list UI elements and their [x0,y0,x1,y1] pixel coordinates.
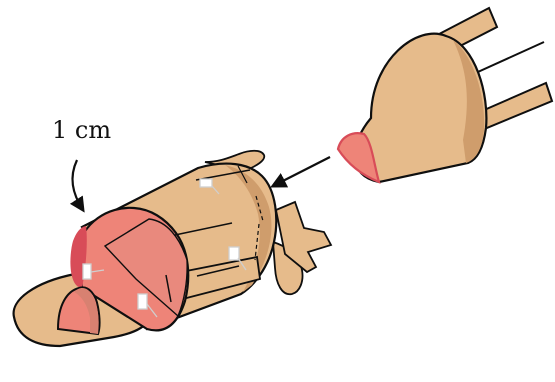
line-detail [469,42,544,76]
nose-cone-part [338,8,552,182]
measurement-label: 1 cm [52,116,111,144]
arrow-icon [273,157,330,186]
label-arrow-icon [72,160,83,210]
